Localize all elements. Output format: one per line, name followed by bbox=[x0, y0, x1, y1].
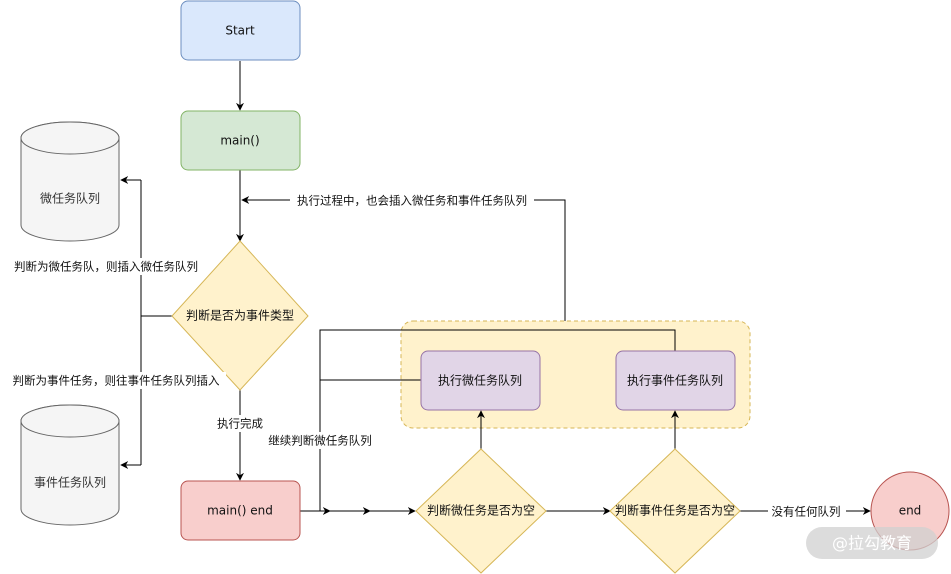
node-main-end-label: main() end bbox=[207, 504, 273, 518]
watermark: @拉勾教育 bbox=[806, 527, 938, 559]
micro-queue-label: 微任务队列 bbox=[40, 191, 100, 206]
edge-label-is-event: 判断为事件任务，则往事件任务队列插入 bbox=[13, 374, 220, 388]
node-end-label: end bbox=[899, 504, 922, 518]
node-check-event: 判断事件任务是否为空 bbox=[609, 448, 741, 574]
node-main: main() bbox=[180, 110, 301, 171]
node-check-event-label: 判断事件任务是否为空 bbox=[615, 503, 735, 518]
event-queue-label: 事件任务队列 bbox=[34, 475, 106, 490]
edge-label-insert-during-exec: 执行过程中，也会插入微任务和事件任务队列 bbox=[297, 194, 527, 208]
node-check-micro: 判断微任务是否为空 bbox=[415, 448, 547, 574]
edge-label-exec-done: 执行完成 bbox=[217, 417, 263, 431]
node-exec-event: 执行事件任务队列 bbox=[615, 350, 736, 411]
edge-label-continue-micro: 继续判断微任务队列 bbox=[268, 434, 372, 448]
node-start: Start bbox=[180, 0, 301, 61]
event-queue-cylinder: 事件任务队列 bbox=[20, 404, 120, 526]
edge-label-no-queue: 没有任何队列 bbox=[772, 505, 841, 519]
edge-execevent-loop bbox=[319, 329, 676, 380]
node-start-label: Start bbox=[225, 24, 255, 38]
node-decide-event: 判断是否为事件类型 bbox=[171, 240, 309, 391]
node-main-label: main() bbox=[220, 134, 259, 148]
node-main-end: main() end bbox=[180, 480, 301, 541]
edge-label-is-micro: 判断为微任务队，则插入微任务队列 bbox=[14, 260, 198, 274]
watermark-text: @拉勾教育 bbox=[832, 534, 912, 553]
node-decide-event-label: 判断是否为事件类型 bbox=[186, 308, 294, 323]
node-check-micro-label: 判断微任务是否为空 bbox=[427, 503, 535, 518]
node-exec-micro: 执行微任务队列 bbox=[420, 350, 541, 411]
node-exec-event-label: 执行事件任务队列 bbox=[627, 373, 723, 388]
node-exec-micro-label: 执行微任务队列 bbox=[438, 373, 522, 388]
micro-queue-cylinder: 微任务队列 bbox=[20, 121, 120, 242]
